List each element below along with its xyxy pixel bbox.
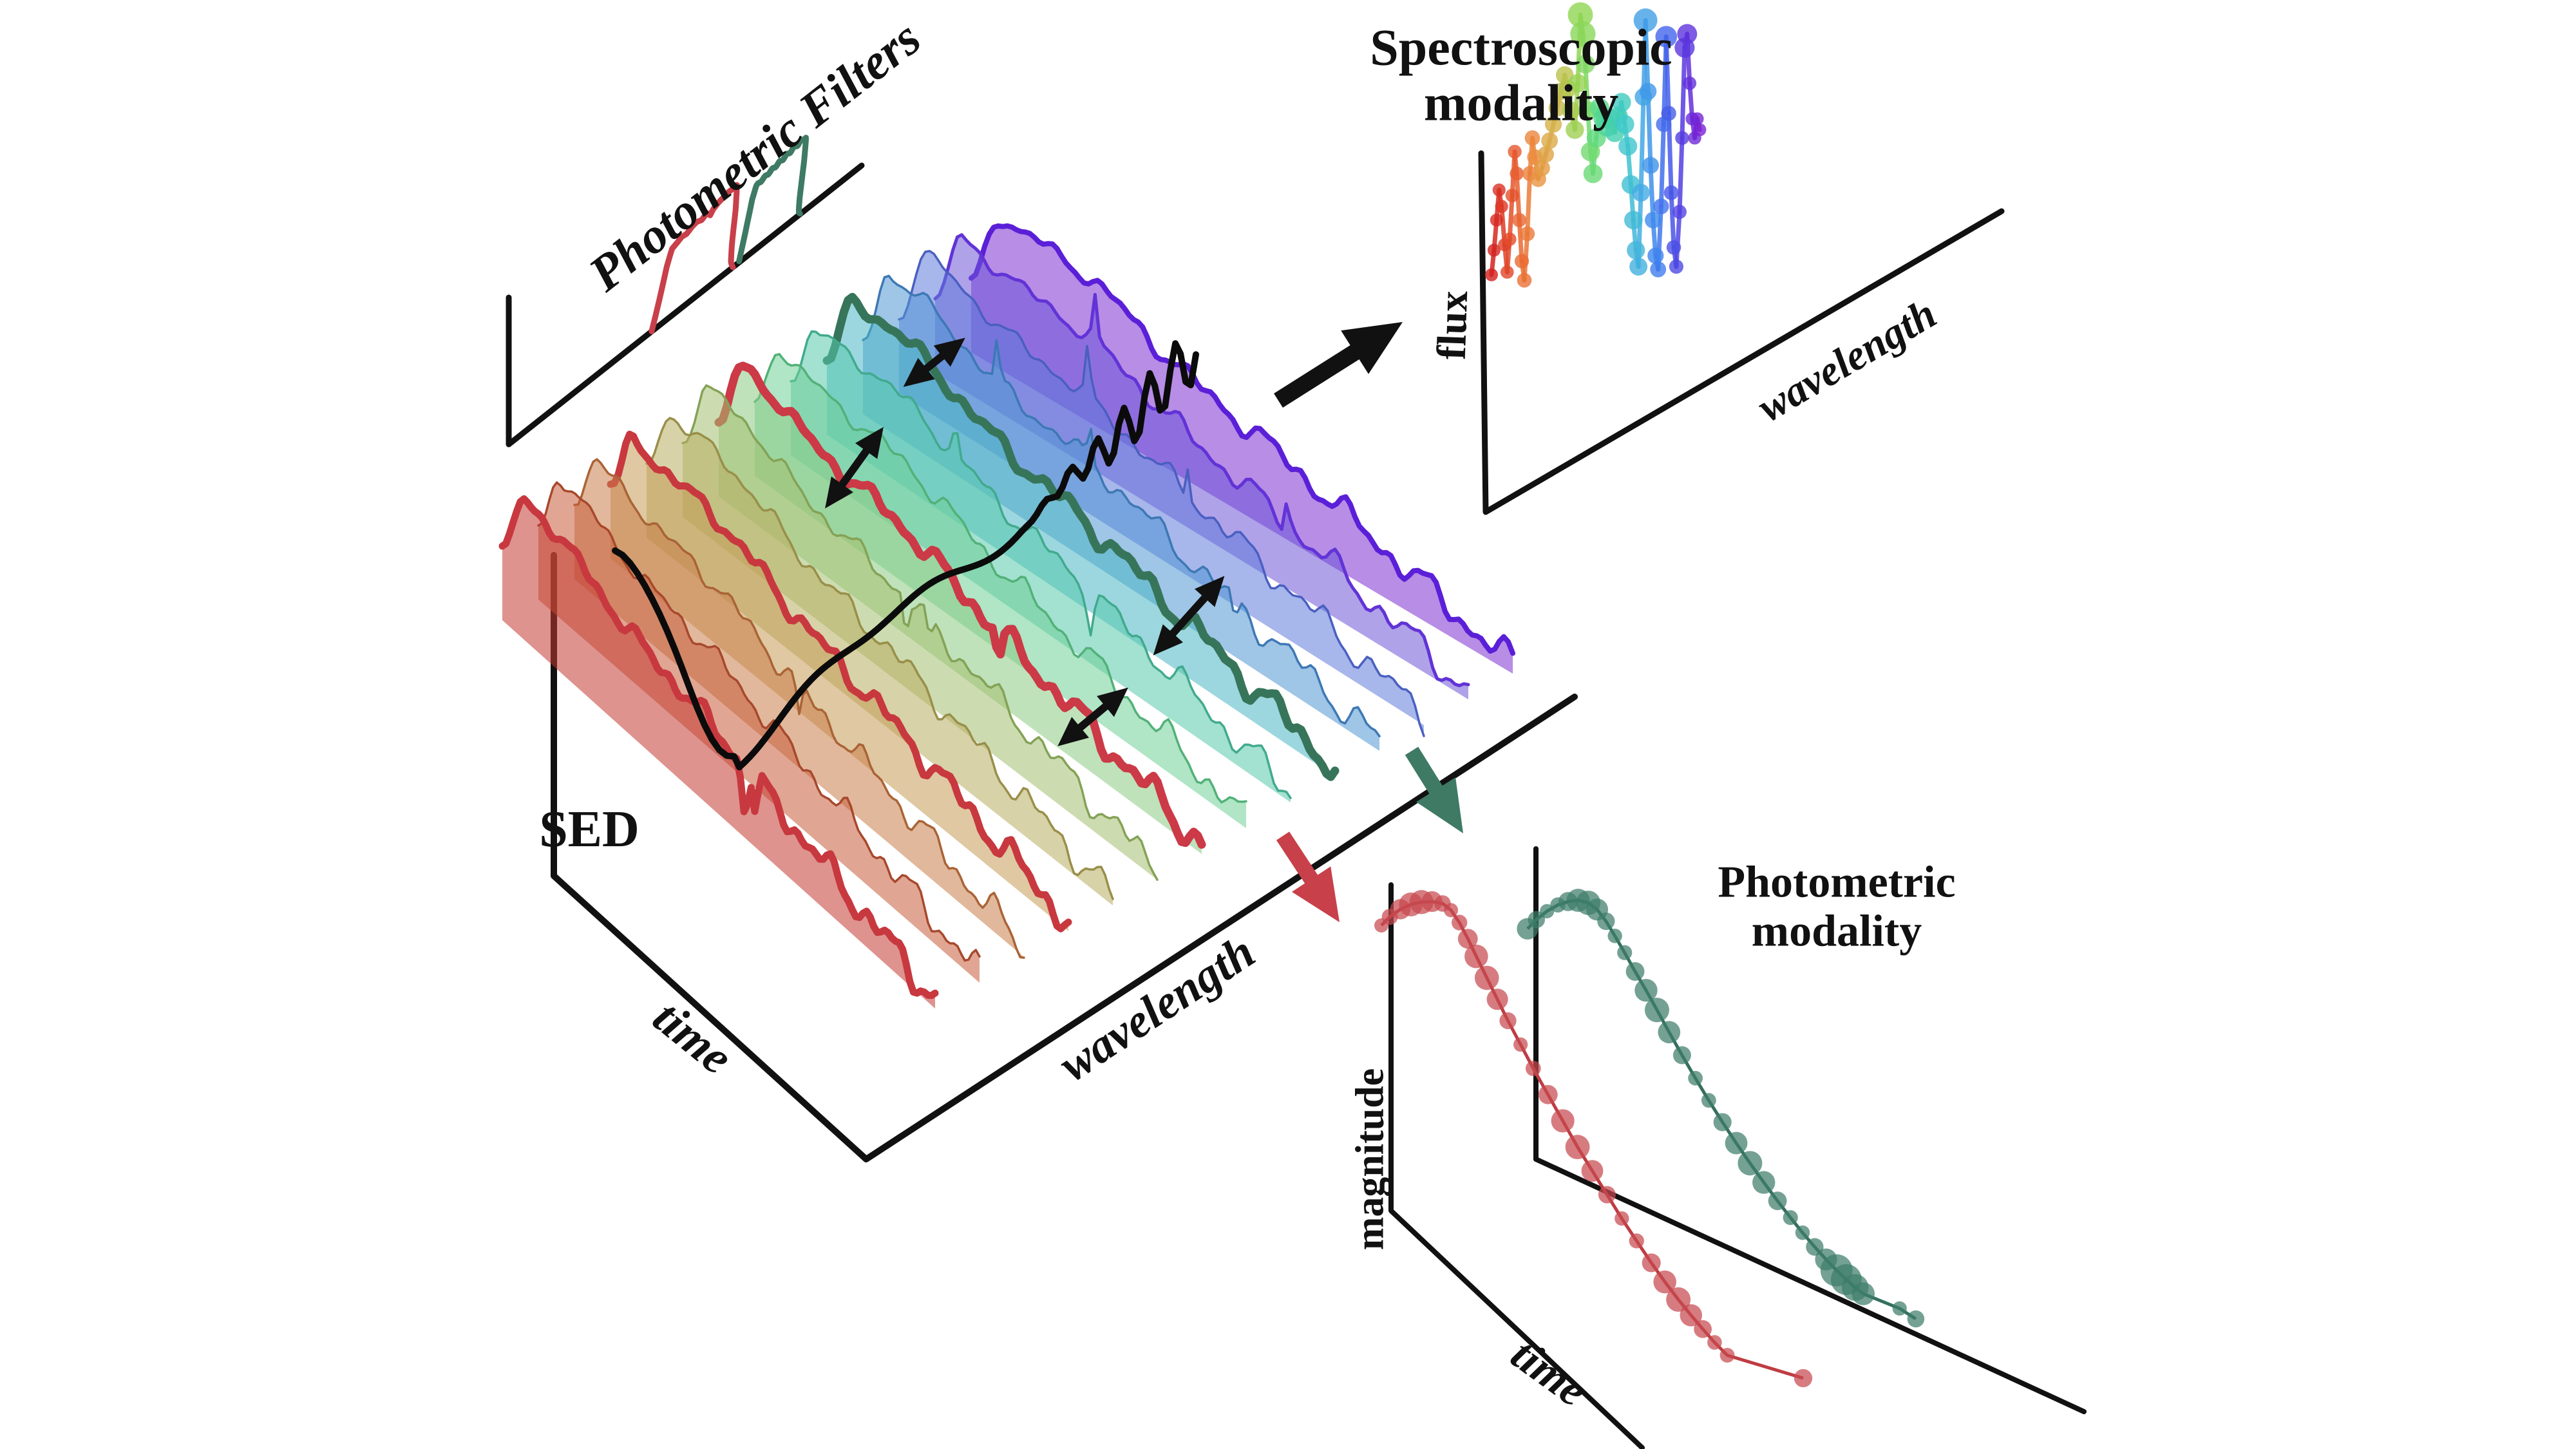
sed-curve-fill-12 — [935, 234, 1468, 700]
sed-curve-10 — [862, 274, 1381, 737]
spectro-axes — [1478, 150, 2005, 515]
spectroscopic-title-line2: modality — [1423, 75, 1619, 132]
green-filter-curve — [736, 135, 809, 265]
sed-curve-fill-11 — [899, 251, 1424, 736]
photometric-filter-curves — [649, 135, 809, 335]
filter-axis — [506, 162, 865, 448]
sed-curve-5 — [681, 384, 1159, 881]
axes — [506, 150, 2087, 1449]
sed-curve-fill-7 — [755, 354, 1246, 828]
sed-curve-fill-4 — [647, 418, 1113, 905]
wavelength-shift-arrows — [825, 337, 1225, 746]
sed-curve-13-highlight — [969, 223, 1515, 656]
photometric-axes-back — [1533, 846, 2087, 1414]
sed-curve-fill-10 — [863, 276, 1379, 751]
sed-curve-fill-5 — [683, 385, 1157, 880]
spectrum-to-spectroscopic-arrow — [1274, 322, 1403, 408]
red-filter-curve — [649, 182, 740, 335]
sed-curve-11 — [898, 250, 1425, 737]
sed-curve-fill-8 — [791, 331, 1291, 802]
sed-curve-8 — [790, 330, 1292, 799]
magnitude-axis-label: magnitude — [1348, 1068, 1392, 1251]
spectroscopic-modality-title: Spectroscopic modality — [1370, 19, 1672, 132]
sed-curve-fill-9 — [827, 297, 1335, 777]
shift-double-arrow-3 — [1057, 687, 1128, 746]
sed-curve-2 — [573, 458, 1025, 959]
spectroscopic-title-line1: Spectroscopic — [1370, 19, 1672, 77]
sed-label: SED — [539, 800, 639, 858]
sed-curve-fill-3 — [611, 434, 1068, 931]
sed-curve-9-highlight — [822, 292, 1340, 781]
photometric-light-curves — [1374, 889, 1925, 1388]
sed-curve-fill-13 — [971, 225, 1513, 674]
sed-curve-1 — [537, 481, 981, 962]
photometric-modality-title: Photometric modality — [1718, 858, 1955, 955]
spectroscopic-spectrum — [1485, 2, 1707, 288]
lightcurve-red — [1374, 890, 1813, 1388]
sed-axes — [551, 552, 1578, 1162]
sed-curve-fill-2 — [574, 459, 1024, 958]
photometric-title-line2: modality — [1751, 906, 1922, 956]
sed-curve-0-highlight — [498, 495, 939, 999]
flux-axis-label: flux — [1428, 290, 1477, 361]
shift-double-arrow-1 — [825, 427, 884, 509]
sed-curve-6-highlight — [714, 361, 1206, 849]
shift-double-arrow-4 — [1153, 576, 1225, 656]
green-band-to-photometric-arrow — [1405, 746, 1463, 833]
lightcurve-teal — [1517, 889, 1925, 1328]
photometric-axes-front — [1388, 882, 1645, 1449]
red-band-to-photometric-arrow — [1276, 831, 1340, 922]
sed-curve-fill-0 — [502, 498, 935, 1009]
sed-black-spectrum-curve — [612, 340, 1199, 771]
sed-curve-12-highlight — [933, 233, 1470, 688]
sed-curve-4 — [645, 417, 1114, 900]
shift-double-arrow-2 — [903, 337, 965, 387]
photometric-title-line1: Photometric — [1718, 857, 1956, 907]
sed-curve-fill-1 — [538, 482, 980, 983]
sed-curve-7 — [753, 353, 1247, 804]
